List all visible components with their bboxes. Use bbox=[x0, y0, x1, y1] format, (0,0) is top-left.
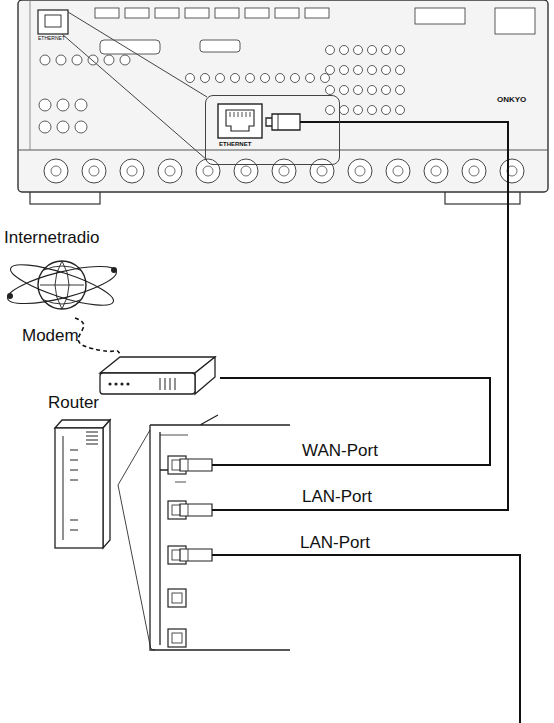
ethernet-jack bbox=[218, 104, 262, 138]
brand-label: ONKYO bbox=[497, 95, 526, 104]
router-top bbox=[55, 420, 110, 428]
router-marks bbox=[70, 432, 98, 530]
plug-detail bbox=[278, 114, 279, 130]
panel-line bbox=[175, 482, 186, 483]
modem-side bbox=[195, 357, 215, 394]
modem-leds bbox=[108, 382, 129, 385]
port-label: LAN-Port bbox=[300, 487, 374, 507]
port-label: WAN-Port bbox=[300, 441, 380, 461]
node-text: ETHERNET bbox=[219, 141, 251, 147]
node-text: Modem bbox=[22, 326, 79, 346]
modem-front bbox=[100, 373, 195, 394]
modem-vents bbox=[160, 378, 175, 390]
panel-line bbox=[160, 435, 188, 436]
modem-node: Modem bbox=[20, 326, 220, 398]
jack-pins bbox=[230, 112, 250, 117]
jack-socket bbox=[226, 110, 254, 131]
ethernet-plug bbox=[266, 114, 300, 130]
panel-line bbox=[18, 150, 548, 151]
router-strip bbox=[63, 436, 64, 540]
ethernet-port-small bbox=[38, 10, 68, 34]
leader-line bbox=[62, 34, 207, 160]
router-port-panel bbox=[150, 415, 290, 650]
network-cable bbox=[220, 378, 490, 465]
orbit bbox=[5, 259, 120, 311]
orbit bbox=[7, 257, 117, 313]
router-node: Router bbox=[45, 393, 290, 651]
node-text: Router bbox=[48, 393, 99, 413]
connector-rows bbox=[39, 8, 535, 183]
receiver-body bbox=[18, 0, 548, 192]
ethernet-jack-small bbox=[45, 15, 61, 27]
network-cable bbox=[290, 122, 508, 510]
wireless-link bbox=[75, 318, 120, 354]
port-label: LAN-Port bbox=[300, 533, 370, 553]
callout-bracket bbox=[118, 430, 150, 645]
cable-stub bbox=[300, 121, 340, 123]
leader-line bbox=[68, 12, 207, 97]
ethernet-callout: ETHERNET bbox=[205, 95, 340, 165]
satellite-dot bbox=[111, 267, 117, 273]
router-front bbox=[55, 428, 103, 548]
lan-cable bbox=[290, 555, 520, 723]
router-side bbox=[103, 420, 110, 548]
node-text: Internetradio bbox=[4, 228, 99, 248]
panel-line bbox=[30, 0, 31, 150]
router-ports bbox=[168, 456, 290, 647]
panel-corner bbox=[150, 645, 155, 650]
satellite-dot bbox=[7, 293, 13, 299]
internet-node: Internetradio bbox=[4, 228, 142, 318]
port-label: ETHERNET bbox=[38, 35, 65, 41]
